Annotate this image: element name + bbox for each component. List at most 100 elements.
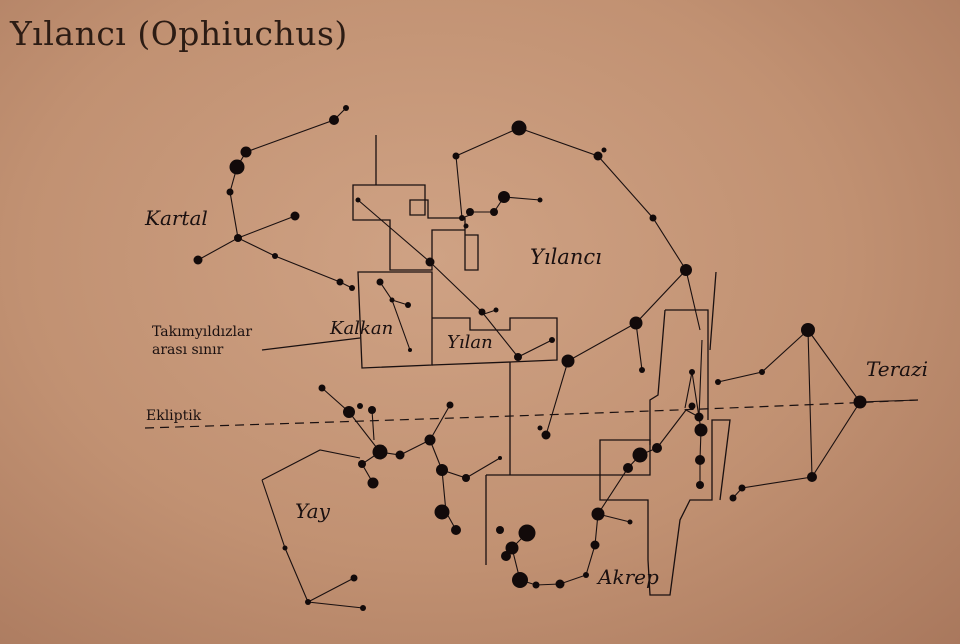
- star: [601, 147, 607, 153]
- star: [537, 197, 543, 203]
- star: [639, 367, 645, 373]
- label-boundary-line2: arası sınır: [152, 342, 224, 358]
- star: [694, 423, 708, 437]
- star: [193, 255, 203, 265]
- page-title: Yılancı (Ophiuchus): [10, 14, 348, 53]
- lines-ophiuchus: [455, 127, 701, 436]
- star: [234, 234, 242, 242]
- ecliptic-line: [144, 399, 919, 429]
- star: [807, 472, 817, 482]
- star: [715, 379, 721, 385]
- star: [801, 323, 815, 337]
- star: [451, 525, 461, 535]
- star: [452, 152, 460, 160]
- star: [329, 115, 339, 125]
- star: [343, 105, 349, 111]
- star: [349, 285, 355, 291]
- lines-libra: [717, 329, 919, 499]
- star: [695, 455, 705, 465]
- star: [405, 302, 411, 308]
- label-ekliptik: Ekliptik: [146, 408, 202, 424]
- star: [541, 430, 551, 440]
- star: [689, 369, 695, 375]
- star: [688, 402, 696, 410]
- star: [462, 474, 470, 482]
- star: [229, 159, 245, 175]
- star: [490, 208, 498, 216]
- star: [590, 540, 600, 550]
- star: [853, 395, 867, 409]
- star: [343, 406, 355, 418]
- star: [496, 526, 504, 534]
- label-boundary-line1: Takımyıldızlar: [152, 324, 252, 340]
- star: [498, 456, 502, 460]
- label-terazi: Terazi: [866, 357, 928, 381]
- star: [649, 214, 657, 222]
- labels: Kartal Yılancı Kalkan Yılan Terazi Yay A…: [144, 206, 928, 589]
- star: [511, 120, 527, 136]
- star: [355, 197, 361, 203]
- lines-scorpius: [511, 409, 702, 586]
- star: [680, 264, 692, 276]
- star: [395, 450, 405, 460]
- star: [336, 278, 344, 286]
- star: [376, 278, 384, 286]
- star: [408, 348, 412, 352]
- star: [623, 463, 633, 473]
- star: [505, 541, 519, 555]
- star: [696, 481, 704, 489]
- star: [555, 579, 565, 589]
- star: [549, 337, 555, 343]
- label-kartal: Kartal: [144, 206, 208, 230]
- boundary-serpens-lower: [431, 317, 558, 366]
- star: [518, 524, 536, 542]
- star: [367, 477, 379, 489]
- constellation-boundaries: [261, 135, 731, 596]
- star: [738, 484, 746, 492]
- star: [498, 191, 510, 203]
- star: [434, 504, 450, 520]
- star: [512, 572, 528, 588]
- star: [357, 403, 363, 409]
- label-yilan: Yılan: [447, 332, 493, 353]
- star: [290, 211, 300, 221]
- star: [360, 605, 366, 611]
- star: [372, 444, 388, 460]
- star: [532, 581, 540, 589]
- star: [463, 223, 469, 229]
- star: [446, 401, 454, 409]
- star: [537, 425, 543, 431]
- star: [272, 253, 278, 259]
- boundary-sco-oph: [485, 419, 731, 596]
- star: [459, 215, 465, 221]
- star: [318, 384, 326, 392]
- lines-sagittarius: [261, 387, 501, 609]
- label-akrep: Akrep: [596, 565, 659, 589]
- stars: [193, 105, 867, 611]
- star: [240, 146, 252, 158]
- star: [478, 308, 486, 316]
- star: [436, 464, 448, 476]
- lines-kalkan: [379, 281, 411, 351]
- label-yilanci: Yılancı: [530, 245, 602, 269]
- star: [425, 257, 435, 267]
- star: [583, 572, 589, 578]
- star: [629, 316, 643, 330]
- star: [501, 551, 511, 561]
- boundary-scutum-west: [261, 337, 361, 351]
- star: [561, 354, 575, 368]
- label-yay: Yay: [295, 499, 331, 523]
- star: [694, 412, 704, 422]
- star: [282, 545, 288, 551]
- star: [759, 369, 765, 375]
- star: [389, 297, 395, 303]
- boundary-serpens-cauda: [352, 135, 479, 271]
- star: [729, 494, 737, 502]
- star: [632, 447, 648, 463]
- star: [226, 188, 234, 196]
- label-kalkan: Kalkan: [329, 318, 393, 339]
- star: [358, 460, 366, 468]
- star: [368, 406, 376, 414]
